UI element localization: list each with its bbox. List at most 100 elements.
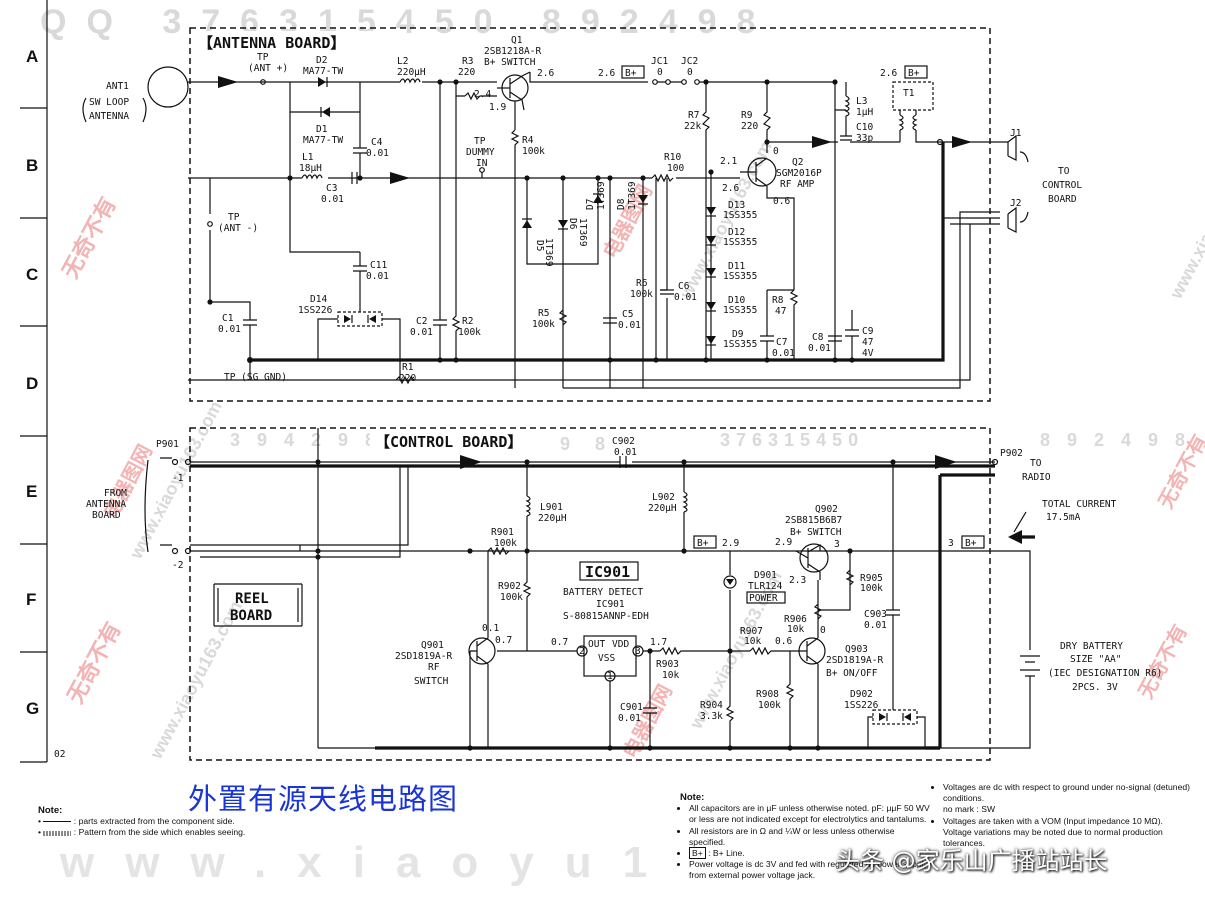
q901-symbol xyxy=(468,637,496,665)
c3-value: 0.01 xyxy=(321,194,344,205)
r903-value: 10k xyxy=(662,670,679,681)
to-control-2: CONTROL xyxy=(1042,180,1082,191)
bplus-box-1: B+ xyxy=(625,68,637,79)
d1-label: D1 xyxy=(316,124,328,135)
ic901-label: IC901 xyxy=(596,599,625,610)
junctions xyxy=(207,79,896,751)
d12-part: 1SS355 xyxy=(723,237,757,248)
bottom-watermark: www.xiaoyu1 xyxy=(60,838,679,887)
r10-value: 100 xyxy=(667,163,684,174)
grid-frame: A B C D E F G 02 xyxy=(20,0,65,763)
q903-func: B+ ON/OFF xyxy=(826,668,878,679)
r3-label: R3 xyxy=(462,56,473,67)
c1-value: 0.01 xyxy=(218,324,241,335)
r904-label: R904 xyxy=(700,700,723,711)
q2-v-d: 0 xyxy=(773,146,779,157)
r7-value: 22k xyxy=(684,121,701,132)
watermark-brand-3: 无奇不有 xyxy=(62,618,125,707)
d5-label: D5 xyxy=(534,240,545,251)
jc2-value: 0 xyxy=(687,67,693,78)
c10-value: 33p xyxy=(856,133,873,144)
c4-label: C4 xyxy=(371,137,383,148)
p901-pin-1: -1 xyxy=(172,473,184,484)
c901-value: 0.01 xyxy=(618,713,641,724)
notes-middle: Note: All capacitors are in μF unless ot… xyxy=(680,792,930,882)
v26-bplus-label: 2.6 xyxy=(598,68,615,79)
l901-value: 220μH xyxy=(538,513,567,524)
r908-label: R908 xyxy=(756,689,779,700)
row-label-f: F xyxy=(26,590,36,609)
r901-label: R901 xyxy=(491,527,514,538)
r905-value: 100k xyxy=(860,583,883,594)
r7-label: R7 xyxy=(688,110,699,121)
watermark-brand-7: 无奇不有 xyxy=(1133,620,1192,702)
ic-out: OUT xyxy=(588,639,605,650)
ic-pin-1: 1 xyxy=(607,671,613,682)
q901-v-c: 0.1 xyxy=(482,623,499,634)
q902-v-b: 2.3 xyxy=(789,575,806,586)
p901-label: P901 xyxy=(156,439,179,450)
notes-left-title: Note: xyxy=(38,805,63,816)
watermark-mid-4: 8 9 2 4 9 8 xyxy=(1040,430,1191,450)
power-label: POWER xyxy=(749,593,778,604)
q2-label: Q2 xyxy=(792,157,803,168)
q1-func: B+ SWITCH xyxy=(484,57,536,68)
c11-label: C11 xyxy=(370,260,387,271)
watermark-site-5: www.xiaoyu163.com xyxy=(1165,138,1205,303)
row-label-e: E xyxy=(26,482,37,501)
jc2-label: JC2 xyxy=(681,56,698,67)
r908-value: 100k xyxy=(758,700,781,711)
r5-label: R5 xyxy=(538,308,549,319)
v29-label: 2.9 xyxy=(722,538,739,549)
ic901-box-label: IC901 xyxy=(585,563,630,581)
r2-value: 100k xyxy=(458,327,481,338)
r4-label: R4 xyxy=(522,135,534,146)
loop-antenna-symbol xyxy=(147,66,189,108)
tp-sg-gnd: TP (SG GND) xyxy=(224,372,287,383)
d902-part: 1SS226 xyxy=(844,700,879,711)
tp-ant-plus-2: (ANT +) xyxy=(248,63,288,74)
c9-voltage: 4V xyxy=(862,348,874,359)
ic-pin-2: 2 xyxy=(579,646,585,657)
d7-part: 1T369 xyxy=(596,181,607,210)
q2-v-s2: 0.6 xyxy=(773,196,790,207)
author-watermark: 头条 @家乐山广播站站长 xyxy=(836,847,1108,875)
page-number: 02 xyxy=(54,749,65,760)
r906-label: R906 xyxy=(784,614,807,625)
c2-label: C2 xyxy=(416,316,427,327)
c2-value: 0.01 xyxy=(410,327,433,338)
c7-value: 0.01 xyxy=(772,348,795,359)
c5-label: C5 xyxy=(622,309,633,320)
ic-v-out: 1.7 xyxy=(650,637,667,648)
r8-value: 47 xyxy=(775,306,786,317)
to-radio-1: TO xyxy=(1030,458,1042,469)
r10-label: R10 xyxy=(664,152,681,163)
notes-left-item-2: • : Pattern from the side which enables … xyxy=(38,827,246,838)
r1-label: R1 xyxy=(402,362,414,373)
c11-value: 0.01 xyxy=(366,271,389,282)
notes-mid-item-4: Power voltage is dc 3V and fed with regu… xyxy=(689,859,930,881)
r6-value: 100k xyxy=(630,289,653,300)
d10-part: 1SS355 xyxy=(723,305,757,316)
ic901-func: BATTERY DETECT xyxy=(563,587,643,598)
notes-left: Note: • : parts extracted from the compo… xyxy=(38,805,338,839)
l1-value: 18μH xyxy=(299,163,322,174)
q1-v-c: 1.9 xyxy=(489,102,506,113)
watermark-top: QQ 376315450 892498 xyxy=(40,3,775,41)
d8-part: 1T369 xyxy=(627,181,638,210)
d9-label: D9 xyxy=(732,329,744,340)
c7-label: C7 xyxy=(776,337,787,348)
r9-value: 220 xyxy=(741,121,758,132)
d6-part: 1T369 xyxy=(577,218,588,247)
l2-label: L2 xyxy=(397,56,408,67)
q901-part: 2SD1819A-R xyxy=(395,651,452,662)
tp-dummy-3: IN xyxy=(476,158,488,169)
battery-1: DRY BATTERY xyxy=(1060,641,1123,652)
d7-label: D7 xyxy=(585,199,596,210)
jc1-value: 0 xyxy=(657,67,663,78)
notes-right-item-1b: no mark : SW xyxy=(943,804,996,815)
row-label-a: A xyxy=(26,47,38,66)
c901-label: C901 xyxy=(620,702,643,713)
l902-label: L902 xyxy=(652,492,675,503)
c9-label: C9 xyxy=(862,326,874,337)
